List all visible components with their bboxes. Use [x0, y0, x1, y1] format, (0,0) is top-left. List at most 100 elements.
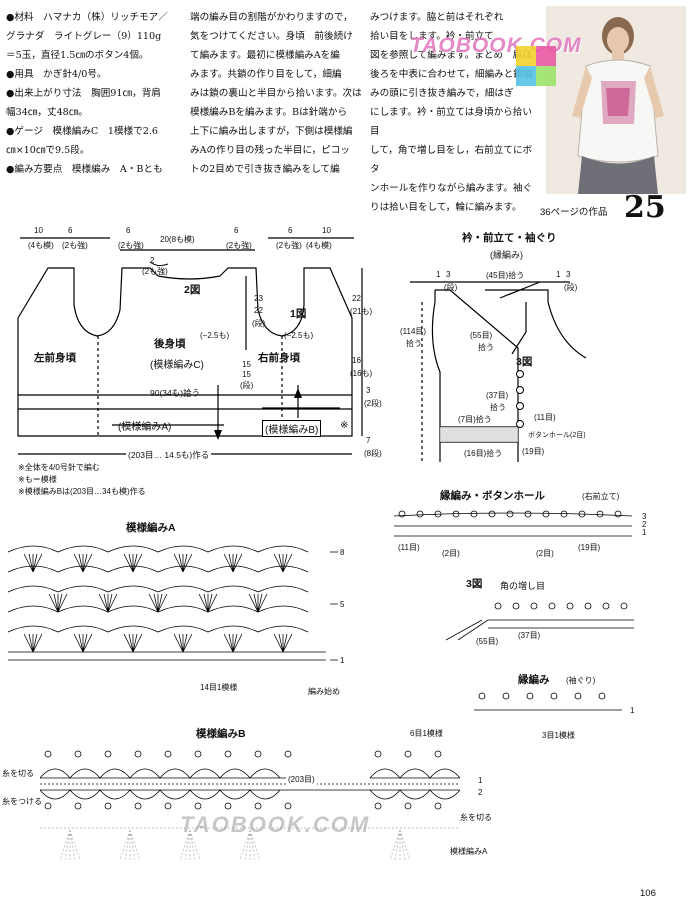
pattern-b-join-left: 糸をつける — [2, 797, 42, 806]
instructions-line: 図を参照して編みます。まとめ 肩は — [370, 50, 532, 61]
left-front-label: 左前身頃 — [34, 352, 76, 364]
armhole-edging-chart — [474, 692, 622, 711]
pattern-b-cut-right: 糸を切る — [460, 813, 492, 822]
buttonhole-gap: (2目) — [442, 549, 460, 558]
collar-dim: (段) — [444, 283, 458, 292]
buttonhole-row: 1 — [642, 528, 647, 537]
figure-3-label: 3図 — [516, 356, 533, 368]
dim-right-6: (2段) — [364, 399, 382, 408]
fig3-title: 3図 — [466, 578, 483, 590]
dim-top-left-2: 6 — [68, 226, 73, 235]
back-label: 後身頃 — [154, 338, 186, 350]
instructions-line: 上下に編み出しますが，下側は模様編 — [190, 126, 353, 137]
pattern-a-repeat: 14目1模様 — [200, 683, 238, 692]
dim-top-mid-1: 6 — [126, 226, 131, 235]
buttonhole-count: (11目) — [398, 543, 420, 552]
buttonhole-gap: (2目) — [536, 549, 554, 558]
page-number: 106 — [640, 888, 656, 899]
pattern-b-cut-left: 糸を切る — [2, 769, 34, 778]
dim-neck-1: 2 — [150, 256, 155, 265]
back-pattern-label: (模様編みC) — [150, 360, 204, 371]
dim-armhole-3: (段) — [252, 319, 266, 328]
dim-armhole-1: 23 — [254, 294, 263, 303]
dim-top-mid-2: 20(8も模) — [160, 235, 195, 244]
collar-schematic-diagram — [410, 281, 587, 462]
instructions-line: にします。衿・前立ては身頃から拾い目 — [370, 107, 532, 137]
materials-line: ●出来上がり寸法 胸囲91㎝，背肩 — [6, 88, 161, 99]
collar-left-pickup: 拾う — [406, 339, 422, 348]
dim-right-7: 7 — [366, 436, 371, 445]
pattern-b-row: 2 — [478, 788, 483, 797]
instructions-line: みAの作り目の残った半目に，ピコッ — [190, 145, 350, 156]
dim-right-5: 3 — [366, 386, 371, 395]
edging-suffix: (袖ぐり) — [566, 676, 596, 685]
buttonhole-stitch-chart — [393, 510, 633, 537]
collar-subtitle: (縁編み) — [490, 250, 523, 260]
buttonhole-label: ボタンホール(2目) — [528, 432, 586, 439]
dim-right-2: (21も) — [350, 307, 373, 316]
buttonhole-chart-title: 縁編み・ボタンホール — [440, 490, 545, 502]
side-pickup: (7目)拾う — [458, 415, 492, 424]
hem-pickup: (16目)拾う — [464, 449, 503, 458]
instructions-line: ンホールを作りながら編みます。袖ぐ — [370, 183, 533, 194]
materials-line: ●材料 ハマナカ（株）リッチモア／ — [6, 12, 168, 23]
fig3-count: (37目) — [518, 631, 541, 640]
pattern-a-start: 編み始め — [308, 687, 340, 696]
dim-top-right-3: (2も強) — [276, 241, 302, 250]
pattern-a-label: (模様編みA) — [118, 422, 172, 433]
collar-dim: 3 — [446, 270, 451, 279]
pattern-b-label: (模様編みB) — [262, 420, 322, 437]
dim-right-8: (8段) — [364, 449, 382, 458]
materials-line: ●ゲージ 模様編みC 1模様で2.6 — [6, 126, 159, 137]
fig3-subtitle: 角の増し目 — [500, 581, 546, 591]
edging-title: 縁編み — [518, 674, 550, 686]
collar-left-count: (114目) — [400, 327, 427, 336]
instructions-line: りは拾い目をして，輪に編みます。 — [370, 202, 522, 213]
cube-logo-icon — [516, 46, 556, 86]
collar-dim: 1 — [436, 270, 441, 279]
dim-top-mid-5: (2も強) — [226, 241, 252, 250]
dim-top-right-1: 6 — [288, 226, 293, 235]
fig3-count: (55目) — [476, 637, 499, 646]
dim-side-2: 15 — [242, 370, 251, 379]
dim-neck-2: (2も強) — [142, 267, 168, 276]
pattern-b-row: 1 — [478, 776, 483, 785]
pattern-b-stitch-chart — [39, 750, 461, 861]
decrease-left: (−2.5も) — [200, 331, 230, 340]
pattern-a-stitch-chart — [7, 545, 338, 661]
pattern-a-row: 5 — [340, 600, 345, 609]
dim-side-3: (段) — [240, 381, 254, 390]
pattern-a-row: 1 — [340, 656, 345, 665]
hem-count: (19目) — [522, 447, 545, 456]
dim-top-left-4: (2も強) — [62, 241, 88, 250]
instructions-line: 端の編み目の割階がかわりますので， — [190, 12, 353, 23]
instructions-line: 模様編みBを編みます。Bは針端から — [190, 107, 348, 118]
collar-title: 衿・前立て・袖ぐり — [462, 232, 557, 244]
model-figure-illustration — [546, 6, 686, 194]
corner-increase-chart — [445, 602, 634, 641]
instructions-line: みます。共鎖の作り目をして，細編 — [190, 69, 342, 80]
model-photo — [546, 6, 686, 194]
dim-top-mid-4: (2も強) — [118, 241, 144, 250]
figure-1-label: 1図 — [290, 308, 307, 320]
notes-block: ※全体を4/0号針で編む ※も＝模様 ※模様編みBは(203目…34も模)作る — [18, 462, 146, 498]
pattern-a-row: 8 — [340, 548, 345, 557]
pattern-a-title: 模様編みA — [126, 522, 176, 534]
pattern-b-pattern-a-ref: 模様編みA — [450, 847, 488, 856]
collar-dim: (段) — [564, 283, 578, 292]
materials-line: グラナダ ライトグレー（9）110g — [6, 31, 162, 42]
materials-line: ㎝×10㎝で9.5段。 — [6, 145, 90, 156]
edging-row: 1 — [630, 706, 635, 715]
instructions-line: して，角で増し目をし，右前立てにボタ — [370, 145, 533, 175]
instructions-line: トの2目めで引き抜き編みをして編 — [190, 164, 340, 175]
note-line: ※全体を4/0号針で編む — [18, 463, 100, 472]
pickup-label: 90(34も)拾う — [150, 388, 201, 398]
collar-pickup-top: (45目)拾う — [486, 271, 525, 280]
buttonhole-row: 2 — [642, 520, 647, 529]
pattern-b-repeat: 6目1模様 — [410, 729, 443, 738]
dim-side-1: 15 — [242, 360, 251, 369]
materials-line: ＝5玉，直径1.5㎝のボタン4個。 — [6, 50, 149, 61]
buttonhole-chart-suffix: (右前立て) — [582, 492, 620, 501]
instructions-line: みつけます。脇と前はそれぞれ — [370, 12, 504, 23]
bottom-chain-count: (203目… 14.5も)作る — [126, 449, 212, 461]
